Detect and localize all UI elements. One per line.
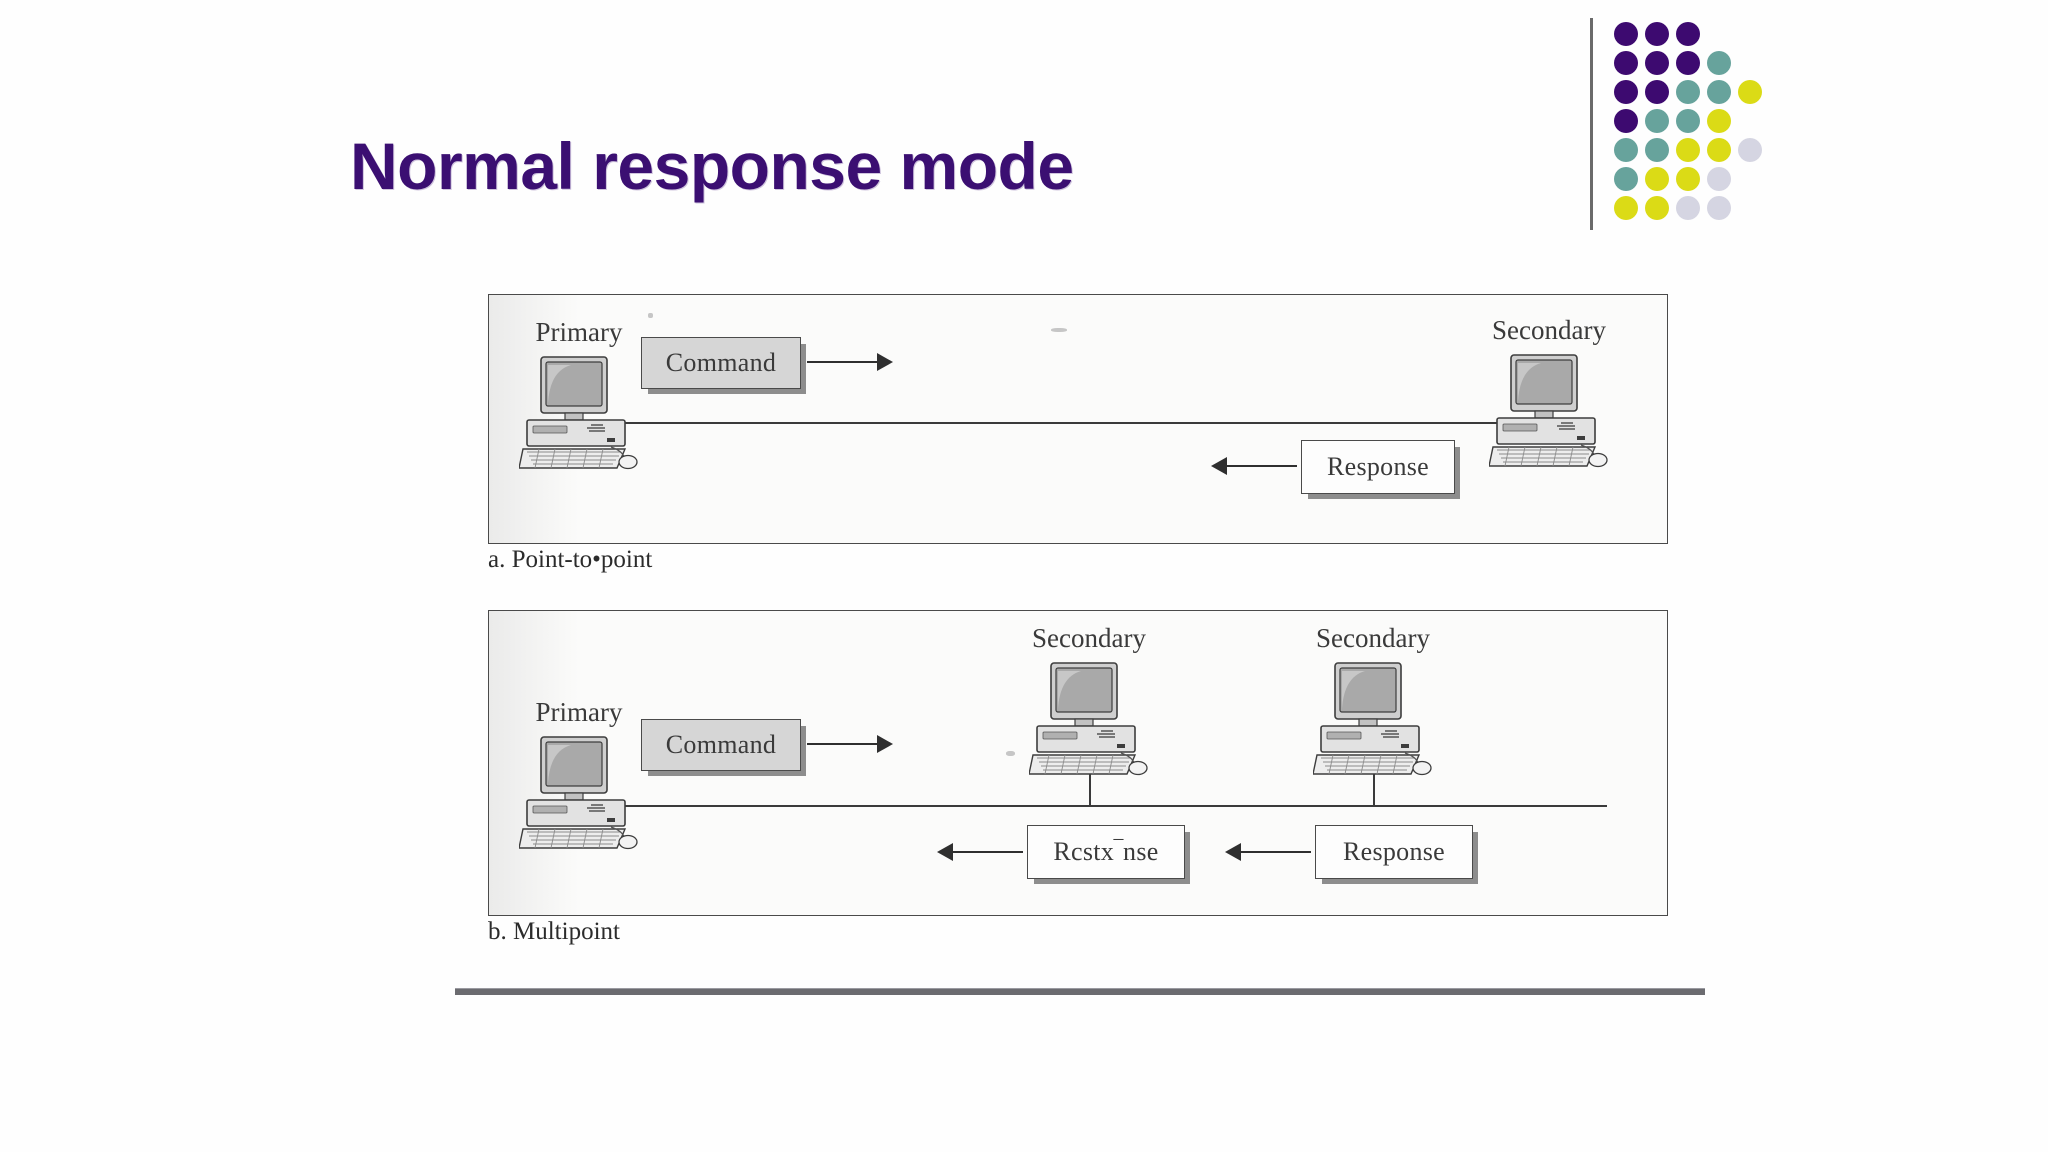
logo-dot-teal bbox=[1707, 80, 1731, 104]
arrow-command-right-b bbox=[807, 735, 893, 753]
scan-artifact bbox=[1006, 751, 1015, 756]
message-box-response-b-2: Response bbox=[1315, 825, 1473, 879]
logo bbox=[1590, 18, 1810, 233]
computer-label-secondary: Secondary bbox=[1032, 623, 1146, 653]
logo-dot-purple bbox=[1614, 80, 1638, 104]
logo-dot-teal bbox=[1707, 51, 1731, 75]
computer-secondary-b-2: Secondary bbox=[1313, 623, 1433, 779]
logo-dot-teal bbox=[1645, 109, 1669, 133]
desktop-computer-icon bbox=[1313, 662, 1432, 776]
message-box-label: Rcstx‾nse bbox=[1053, 837, 1159, 866]
message-box-response-b-1: Rcstx‾nse bbox=[1027, 825, 1185, 879]
logo-dot-purple bbox=[1614, 109, 1638, 133]
figure-panel-point-to-point: Primary bbox=[488, 294, 1668, 544]
computer-secondary-a: Secondary bbox=[1489, 315, 1609, 471]
arrow-response-left-b-1 bbox=[937, 843, 1023, 861]
desktop-computer-icon bbox=[1489, 354, 1608, 468]
logo-dot-yellow bbox=[1676, 167, 1700, 191]
arrow-response-left-b-2 bbox=[1225, 843, 1311, 861]
figure-panel-multipoint: Primary Command bbox=[488, 610, 1668, 916]
figure-caption-a: a. Point-to•point bbox=[488, 546, 653, 573]
logo-dot-teal bbox=[1614, 138, 1638, 162]
logo-dot-gray bbox=[1738, 138, 1762, 162]
arrow-response-left-a bbox=[1211, 457, 1297, 475]
logo-dot-gray bbox=[1707, 196, 1731, 220]
logo-dot-yellow bbox=[1645, 167, 1669, 191]
message-box-label: Command bbox=[665, 348, 777, 377]
figure-caption-b: b. Multipoint bbox=[488, 918, 620, 945]
computer-label-primary: Primary bbox=[535, 697, 623, 727]
computer-label-secondary: Secondary bbox=[1316, 623, 1430, 653]
desktop-computer-icon bbox=[1029, 662, 1148, 776]
desktop-computer-icon bbox=[519, 356, 638, 470]
computer-secondary-b-1: Secondary bbox=[1029, 623, 1149, 779]
computer-primary-b: Primary bbox=[519, 697, 639, 853]
message-box-label: Response bbox=[1342, 837, 1446, 866]
page-title: Normal response mode bbox=[350, 129, 1074, 203]
computer-primary-a: Primary bbox=[519, 317, 639, 473]
logo-vertical-rule bbox=[1590, 18, 1593, 230]
desktop-computer-icon bbox=[519, 736, 638, 850]
bus-line-a bbox=[607, 422, 1557, 424]
logo-dot-purple bbox=[1676, 51, 1700, 75]
logo-dot-purple bbox=[1645, 80, 1669, 104]
logo-dot-gray bbox=[1676, 196, 1700, 220]
logo-dot-teal bbox=[1676, 109, 1700, 133]
logo-dot-yellow bbox=[1738, 80, 1762, 104]
drop-link-secondary-2 bbox=[1373, 763, 1375, 807]
message-box-command-a: Command bbox=[641, 337, 801, 389]
computer-label-secondary: Secondary bbox=[1492, 315, 1606, 345]
message-box-response-a: Response bbox=[1301, 440, 1455, 494]
logo-dot-teal bbox=[1614, 167, 1638, 191]
scan-artifact bbox=[648, 313, 653, 318]
logo-dot-purple bbox=[1645, 22, 1669, 46]
logo-dot-purple bbox=[1614, 51, 1638, 75]
message-box-command-b: Command bbox=[641, 719, 801, 771]
logo-dot-purple bbox=[1645, 51, 1669, 75]
message-box-label: Command bbox=[665, 730, 777, 759]
logo-dot-yellow bbox=[1676, 138, 1700, 162]
computer-label-primary: Primary bbox=[535, 317, 623, 347]
logo-dot-teal bbox=[1676, 80, 1700, 104]
bus-line-b bbox=[607, 805, 1607, 807]
arrow-command-right-a bbox=[807, 353, 893, 371]
logo-dot-purple bbox=[1614, 22, 1638, 46]
logo-dot-yellow bbox=[1707, 109, 1731, 133]
drop-link-secondary-1 bbox=[1089, 763, 1091, 807]
logo-dot-teal bbox=[1645, 138, 1669, 162]
logo-dot-yellow bbox=[1614, 196, 1638, 220]
logo-dot-yellow bbox=[1645, 196, 1669, 220]
logo-dot-yellow bbox=[1707, 138, 1731, 162]
bottom-divider bbox=[455, 988, 1705, 995]
message-box-label: Response bbox=[1326, 452, 1430, 481]
scan-artifact bbox=[1051, 328, 1067, 332]
logo-dot-gray bbox=[1707, 167, 1731, 191]
logo-dot-purple bbox=[1676, 22, 1700, 46]
